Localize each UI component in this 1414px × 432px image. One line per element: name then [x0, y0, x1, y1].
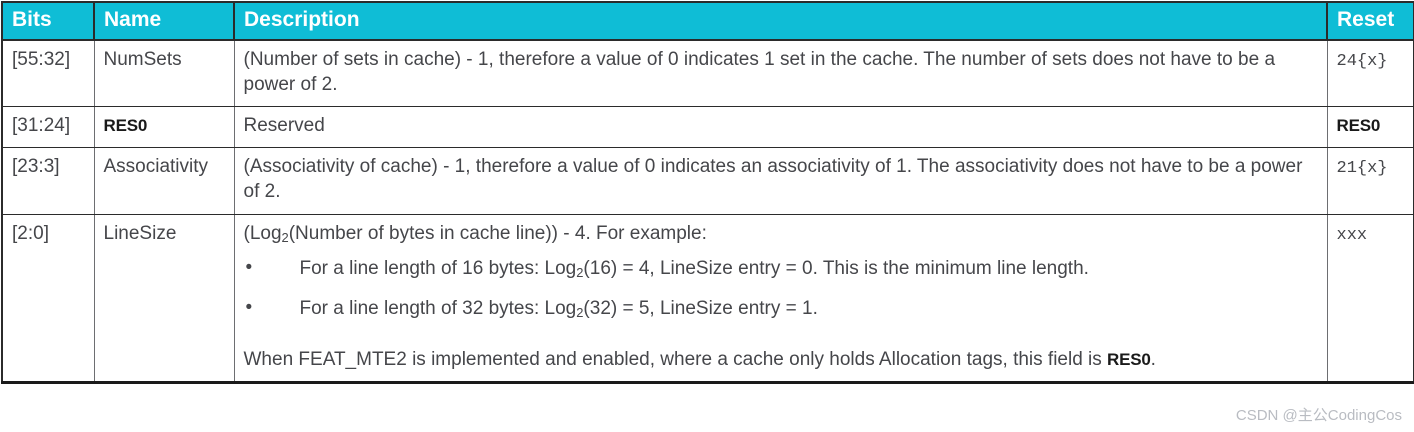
cell-name: LineSize: [94, 214, 235, 383]
mte2-note: When FEAT_MTE2 is implemented and enable…: [244, 347, 1318, 372]
reset-value: 21{x}: [1336, 159, 1388, 179]
column-header-reset: Reset: [1327, 2, 1414, 42]
table-row: [2:0] LineSize (Log2(Number of bytes in …: [2, 214, 1414, 383]
cell-bits: [55:32]: [2, 40, 95, 108]
table-header: Bits Name Description Reset: [2, 2, 1414, 42]
table-body: [55:32] NumSets (Number of sets in cache…: [2, 40, 1414, 383]
bullet-post: (32) = 5, LineSize entry = 1.: [583, 297, 818, 319]
table-row: [23:3] Associativity (Associativity of c…: [2, 147, 1414, 215]
reset-value: xxx: [1336, 225, 1368, 245]
cell-bits: [2:0]: [2, 214, 95, 383]
cell-description: (Associativity of cache) - 1, therefore …: [234, 147, 1328, 215]
description-text: (Number of sets in cache) - 1, therefore…: [243, 49, 1276, 96]
bullet-post: (16) = 4, LineSize entry = 0. This is th…: [583, 257, 1089, 279]
bullet-pre: For a line length of 16 bytes: Log: [299, 257, 577, 279]
cell-bits: [23:3]: [2, 147, 95, 215]
note-post: .: [1150, 348, 1156, 370]
bullet-icon: •: [245, 296, 253, 318]
log-subscript: 2: [576, 265, 584, 281]
csdn-watermark: CSDN @主公CodingCos: [1235, 407, 1402, 424]
field-name-res0: RES0: [103, 116, 148, 136]
column-header-bits: Bits: [2, 2, 95, 42]
bullet-pre: For a line length of 32 bytes: Log: [299, 297, 577, 319]
log-subscript: 2: [281, 230, 289, 246]
reset-value: RES0: [1336, 116, 1381, 136]
description-text: (Associativity of cache) - 1, therefore …: [243, 156, 1303, 203]
list-item: • For a line length of 32 bytes: Log2(32)…: [244, 296, 1318, 321]
column-header-description: Description: [234, 2, 1328, 42]
bullet-icon: •: [245, 256, 253, 278]
description-intro: (Log2(Number of bytes in cache line)) - …: [244, 221, 1318, 246]
intro-pre: (Log: [243, 222, 282, 244]
cell-description: (Number of sets in cache) - 1, therefore…: [234, 40, 1328, 108]
cell-reset: xxx: [1327, 214, 1414, 382]
note-pre: When FEAT_MTE2 is implemented and enable…: [243, 348, 1108, 370]
cell-reset: 21{x}: [1327, 147, 1414, 215]
cell-name: Associativity: [94, 147, 235, 215]
intro-post: (Number of bytes in cache line)) - 4. Fo…: [288, 222, 707, 244]
cell-reset: RES0: [1327, 106, 1414, 149]
register-field-table: Bits Name Description Reset [55:32] NumS…: [1, 1, 1414, 384]
table-row: [55:32] NumSets (Number of sets in cache…: [2, 40, 1414, 108]
cell-description: (Log2(Number of bytes in cache line)) - …: [234, 214, 1328, 383]
cell-bits: [31:24]: [2, 106, 95, 149]
log-subscript: 2: [576, 305, 584, 321]
header-row: Bits Name Description Reset: [2, 2, 1414, 42]
cell-name: RES0: [94, 106, 235, 149]
example-list: •For a line length of 16 bytes: Log2(16)…: [244, 256, 1318, 321]
column-header-name: Name: [94, 2, 235, 42]
reset-value: 24{x}: [1336, 52, 1388, 72]
cell-description: Reserved: [234, 106, 1328, 149]
table-row: [31:24] RES0 Reserved RES0: [2, 106, 1414, 149]
cell-name: NumSets: [94, 40, 235, 108]
note-res0: RES0: [1107, 349, 1151, 369]
cell-reset: 24{x}: [1327, 40, 1414, 108]
list-item: • For a line length of 16 bytes: Log2(16)…: [244, 256, 1318, 281]
description-text: Reserved: [243, 115, 325, 137]
